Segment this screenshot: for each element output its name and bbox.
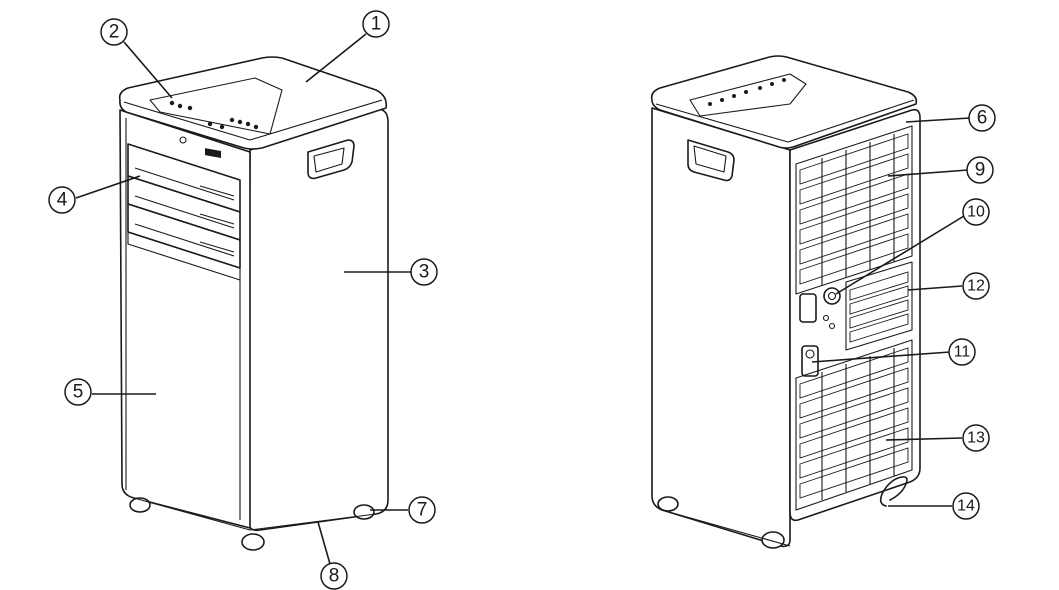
filter-area [845,261,913,351]
callout-2-label: 2 [109,22,120,43]
callout-14: 14 [952,492,980,520]
callout-leaders [75,33,971,565]
callout-7-label: 7 [417,500,428,521]
callout-3-label: 3 [419,262,430,283]
callout-10: 10 [962,198,990,226]
callout-11-label: 11 [954,344,971,361]
callout-9-label: 9 [975,160,986,181]
control-panel [149,77,283,158]
callout-14-label: 14 [957,498,975,515]
callout-2: 2 [100,18,128,46]
callout-5-label: 5 [73,382,84,403]
lower-grille [795,339,913,511]
callout-4: 4 [48,186,76,214]
callout-11: 11 [948,338,976,366]
callout-10-label: 10 [967,204,985,221]
callout-3: 3 [410,258,438,286]
callout-13-label: 13 [967,430,985,447]
callout-7: 7 [408,496,436,524]
callout-1-label: 1 [371,14,382,35]
callout-12: 12 [962,272,990,300]
callout-6: 6 [968,104,996,132]
callout-6-label: 6 [977,108,988,129]
callout-8: 8 [320,562,348,590]
drain-outlets [799,287,841,377]
air-outlet-louvers [127,143,241,281]
callout-1: 1 [362,10,390,38]
front-casters [129,497,375,551]
back-control-panel [689,73,807,117]
callout-5: 5 [64,378,92,406]
callout-12-label: 12 [967,278,985,295]
callout-9: 9 [966,156,994,184]
back-view-unit [650,55,921,549]
callout-4-label: 4 [57,190,68,211]
back-casters [657,496,785,549]
upper-grille [795,125,913,295]
callout-8-label: 8 [329,566,340,587]
callout-13: 13 [962,424,990,452]
front-view-unit [118,56,389,551]
